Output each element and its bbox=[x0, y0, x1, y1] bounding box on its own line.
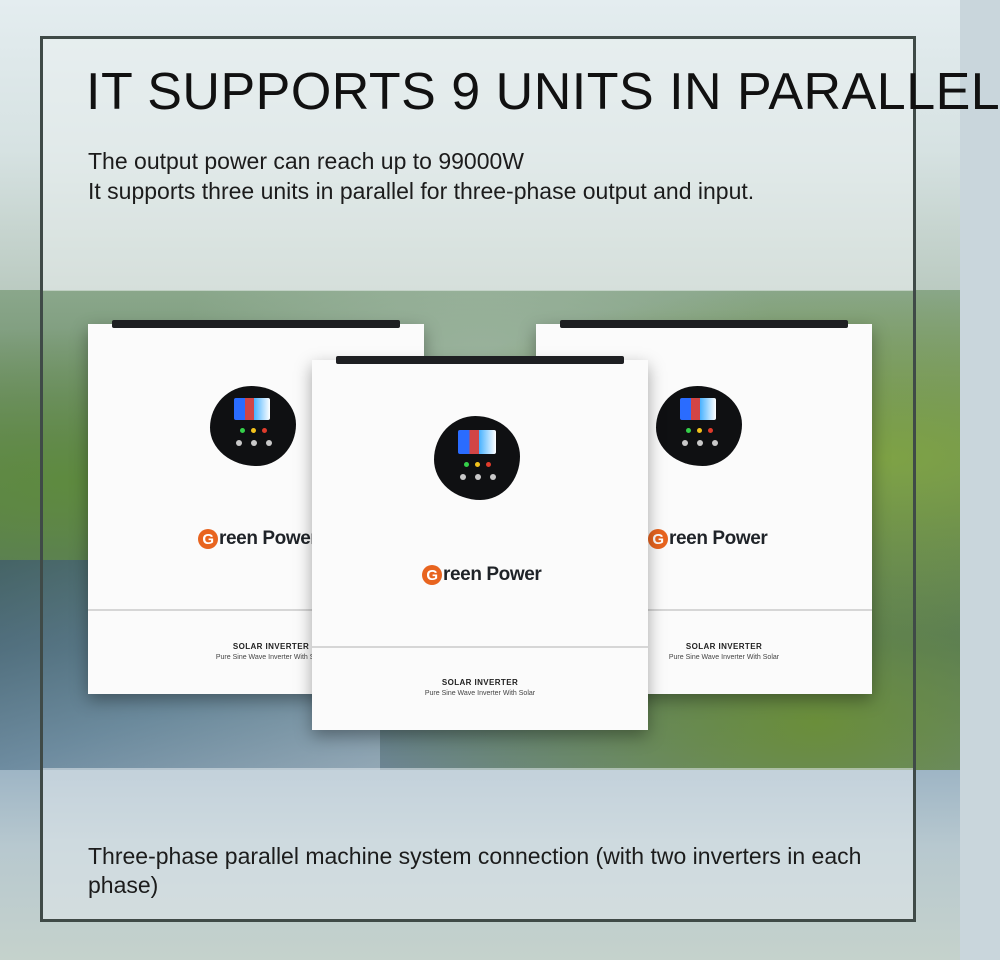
inverter-top-cover bbox=[560, 320, 848, 328]
led-red-icon bbox=[486, 462, 491, 467]
control-button-icon bbox=[266, 440, 272, 446]
brand-name: reen Power bbox=[219, 528, 318, 549]
led-green-icon bbox=[464, 462, 469, 467]
led-yellow-icon bbox=[475, 462, 480, 467]
brand-logo: G reen Power bbox=[422, 564, 542, 586]
control-buttons bbox=[236, 440, 272, 446]
status-leds bbox=[464, 462, 491, 467]
led-green-icon bbox=[686, 428, 691, 433]
brand-mark-icon: G bbox=[422, 565, 442, 585]
brand-name: reen Power bbox=[669, 528, 768, 549]
display-panel bbox=[210, 386, 296, 466]
page-title: IT SUPPORTS 9 UNITS IN PARALLEL bbox=[86, 63, 1000, 121]
product-label-subtitle: Pure Sine Wave Inverter With Solar bbox=[215, 654, 327, 661]
brand-logo: G reen Power bbox=[648, 528, 768, 550]
product-label-subtitle: Pure Sine Wave Inverter With Solar bbox=[424, 690, 536, 697]
case-seam bbox=[312, 646, 648, 648]
inverter-top-cover bbox=[336, 356, 624, 364]
control-button-icon bbox=[236, 440, 242, 446]
lcd-screen-icon bbox=[680, 398, 716, 420]
inverter-top-cover bbox=[112, 320, 400, 328]
display-panel bbox=[434, 416, 520, 500]
control-buttons bbox=[682, 440, 718, 446]
product-label-subtitle: Pure Sine Wave Inverter With Solar bbox=[668, 654, 780, 661]
status-leds bbox=[686, 428, 713, 433]
product-label-title: SOLAR INVERTER bbox=[232, 642, 310, 651]
control-button-icon bbox=[682, 440, 688, 446]
led-red-icon bbox=[262, 428, 267, 433]
display-panel bbox=[656, 386, 742, 466]
brand-mark-icon: G bbox=[648, 529, 668, 549]
status-leds bbox=[240, 428, 267, 433]
lcd-screen-icon bbox=[458, 430, 496, 454]
subtitle-line-power: The output power can reach up to 99000W bbox=[88, 148, 525, 174]
control-button-icon bbox=[460, 474, 466, 480]
product-label-title: SOLAR INVERTER bbox=[441, 678, 519, 687]
led-red-icon bbox=[708, 428, 713, 433]
product-label-title: SOLAR INVERTER bbox=[685, 642, 763, 651]
header-panel bbox=[43, 39, 913, 291]
subtitle-line-parallel: It supports three units in parallel for … bbox=[88, 178, 755, 204]
caption-panel bbox=[43, 768, 913, 919]
led-yellow-icon bbox=[697, 428, 702, 433]
bottom-caption: Three-phase parallel machine system conn… bbox=[88, 843, 862, 898]
case-seam bbox=[88, 609, 424, 611]
outline-frame bbox=[40, 36, 916, 922]
led-green-icon bbox=[240, 428, 245, 433]
inverter-center: G reen Power SOLAR INVERTER Pure Sine Wa… bbox=[312, 356, 648, 730]
brand-mark-icon: G bbox=[198, 529, 218, 549]
led-yellow-icon bbox=[251, 428, 256, 433]
control-button-icon bbox=[251, 440, 257, 446]
lcd-screen-icon bbox=[234, 398, 270, 420]
control-buttons bbox=[460, 474, 496, 480]
control-button-icon bbox=[475, 474, 481, 480]
brand-logo: G reen Power bbox=[198, 528, 318, 550]
brand-name: reen Power bbox=[443, 564, 542, 585]
control-button-icon bbox=[490, 474, 496, 480]
case-seam bbox=[536, 609, 872, 611]
control-button-icon bbox=[712, 440, 718, 446]
subtitle: The output power can reach up to 99000W … bbox=[88, 146, 888, 206]
control-button-icon bbox=[697, 440, 703, 446]
